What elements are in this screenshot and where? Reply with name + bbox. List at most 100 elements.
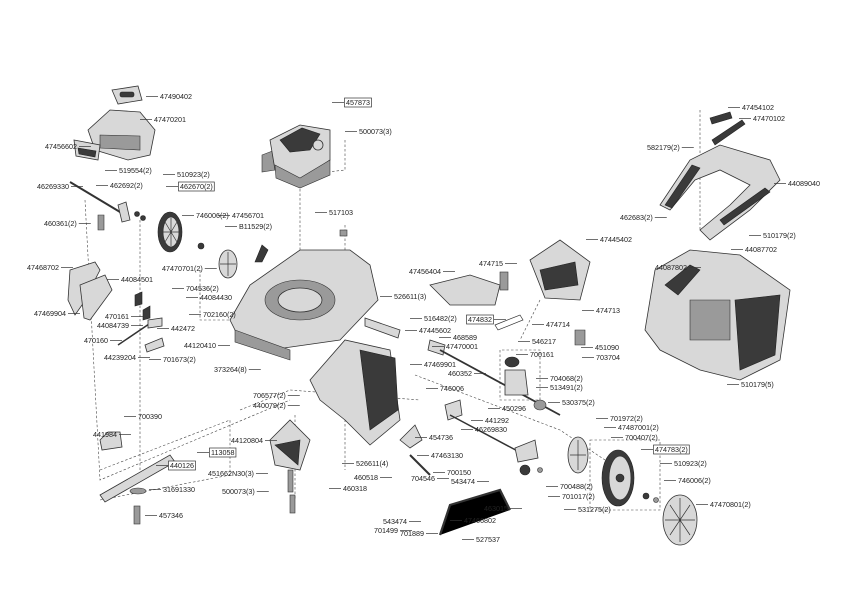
mower-deck-part (229, 229, 379, 361)
part-number-label: 44087702 (745, 245, 777, 254)
part-callout: 463015 (484, 504, 522, 513)
part-number-label: 510179(5) (741, 380, 774, 389)
part-callout: B11529(2) (225, 222, 272, 231)
part-number-label: B11529(2) (239, 222, 272, 231)
part-callout: 704546 (411, 474, 449, 483)
part-number-box (344, 97, 372, 108)
part-number-label: 47463130 (431, 451, 463, 460)
part-callout: 702160(2) (189, 310, 236, 319)
part-number-box (209, 447, 237, 458)
part-number-label: 46269830 (475, 425, 507, 434)
part-number-label: 44084501 (121, 275, 153, 284)
part-callout: 441292 (471, 416, 509, 425)
part-callout: 47470001 (432, 342, 478, 351)
part-number-label: 510923(2) (674, 459, 707, 468)
part-number-box (168, 460, 196, 471)
part-number-label: 462692(2) (110, 181, 143, 190)
part-number-label: 468589 (453, 333, 477, 342)
part-callout: 47456701 (218, 211, 264, 220)
rear-axle-part (399, 399, 543, 536)
part-number-label: 462683(2) (620, 213, 653, 222)
part-callout: 440079(2) (253, 401, 300, 410)
part-number-label: 510179(2) (763, 231, 796, 240)
part-number-label: 470160 (84, 336, 108, 345)
part-callout: 470160 (84, 336, 122, 345)
part-number-label: 474714 (546, 320, 570, 329)
part-callout: 706577(2) (253, 391, 300, 400)
part-callout: 474832 (466, 314, 506, 325)
part-number-label: 500073(3) (222, 487, 255, 496)
part-callout: 44239204 (104, 353, 150, 362)
part-callout: 546217 (518, 337, 556, 346)
part-number-label: 457346 (159, 511, 183, 520)
part-callout: 462692(2) (96, 181, 143, 190)
part-callout: 441984 (93, 430, 131, 439)
part-callout: 700150 (433, 468, 471, 477)
part-number-label: 462670(2) (180, 182, 213, 191)
part-callout: 704536(2) (172, 284, 219, 293)
part-number-label: 463015 (484, 504, 508, 513)
part-number-label: 44084739 (97, 321, 129, 330)
part-number-label: 460361(2) (44, 219, 77, 228)
part-number-label: 470161 (105, 312, 129, 321)
part-callout: 460352 (448, 369, 486, 378)
part-callout: 746006 (426, 384, 464, 393)
part-callout: 454736 (415, 433, 453, 442)
part-callout: 46269330 (37, 182, 83, 191)
rear-wheel-part (567, 436, 698, 546)
part-callout: 113058 (197, 447, 237, 458)
part-callout: 47490402 (146, 92, 192, 101)
part-number-label: 546217 (532, 337, 556, 346)
part-number-label: 44084430 (200, 293, 232, 302)
part-callout: 47454102 (728, 103, 774, 112)
part-number-label: 700150 (447, 468, 471, 477)
part-callout: 510923(2) (163, 170, 210, 179)
part-number-label: 704546 (411, 474, 435, 483)
part-callout: 47445402 (586, 235, 632, 244)
part-callout: 442472 (157, 324, 195, 333)
part-number-label: 441984 (93, 430, 117, 439)
part-callout: 440126 (156, 460, 196, 471)
part-number-label: 746006(2) (196, 211, 229, 220)
part-callout: 510923(2) (660, 459, 707, 468)
part-callout: 746006(2) (182, 211, 229, 220)
part-number-label: 700390 (138, 412, 162, 421)
part-callout: 47469901 (410, 360, 456, 369)
part-number-label: 519554(2) (119, 166, 152, 175)
part-number-label: 47470201 (154, 115, 186, 124)
part-number-box (653, 444, 690, 455)
engine-part (261, 124, 331, 189)
part-number-label: 454736 (429, 433, 453, 442)
part-number-label: 440126 (170, 461, 194, 470)
part-callout: 474715 (479, 259, 517, 268)
part-number-label: 474783(2) (655, 445, 688, 454)
part-callout: 510179(2) (749, 231, 796, 240)
part-labels: 47490402474702014745660246269330519554(2… (27, 92, 820, 544)
part-number-box (178, 181, 215, 192)
part-number-label: 44089040 (788, 179, 820, 188)
blade-part (99, 431, 296, 525)
part-number-label: 543474 (383, 517, 407, 526)
part-number-label: 700407(2) (625, 433, 658, 442)
part-callout: 519554(2) (105, 166, 152, 175)
part-number-label: 700161 (530, 350, 554, 359)
part-number-label: 47470102 (753, 114, 785, 123)
part-number-label: 700488(2) (560, 482, 593, 491)
part-number-label: 517103 (329, 208, 353, 217)
part-callout: 31691330 (149, 485, 195, 494)
part-callout: 516482(2) (410, 314, 457, 323)
part-callout: 373264(8) (214, 365, 261, 374)
part-number-label: 513491(2) (550, 383, 583, 392)
part-callout: 500073(3) (222, 487, 269, 496)
part-callout: 457346 (145, 511, 183, 520)
part-callout: 47487001(2) (604, 423, 659, 432)
part-number-label: 47468702 (27, 263, 59, 272)
part-number-label: 701499 (374, 526, 398, 535)
part-number-label: 44120410 (184, 341, 216, 350)
part-number-label: 474832 (468, 315, 492, 324)
part-number-label: 44120804 (231, 436, 263, 445)
part-number-label: 746006(2) (678, 476, 711, 485)
part-number-label: 47456404 (409, 267, 441, 276)
part-callout: 460518 (354, 473, 392, 482)
